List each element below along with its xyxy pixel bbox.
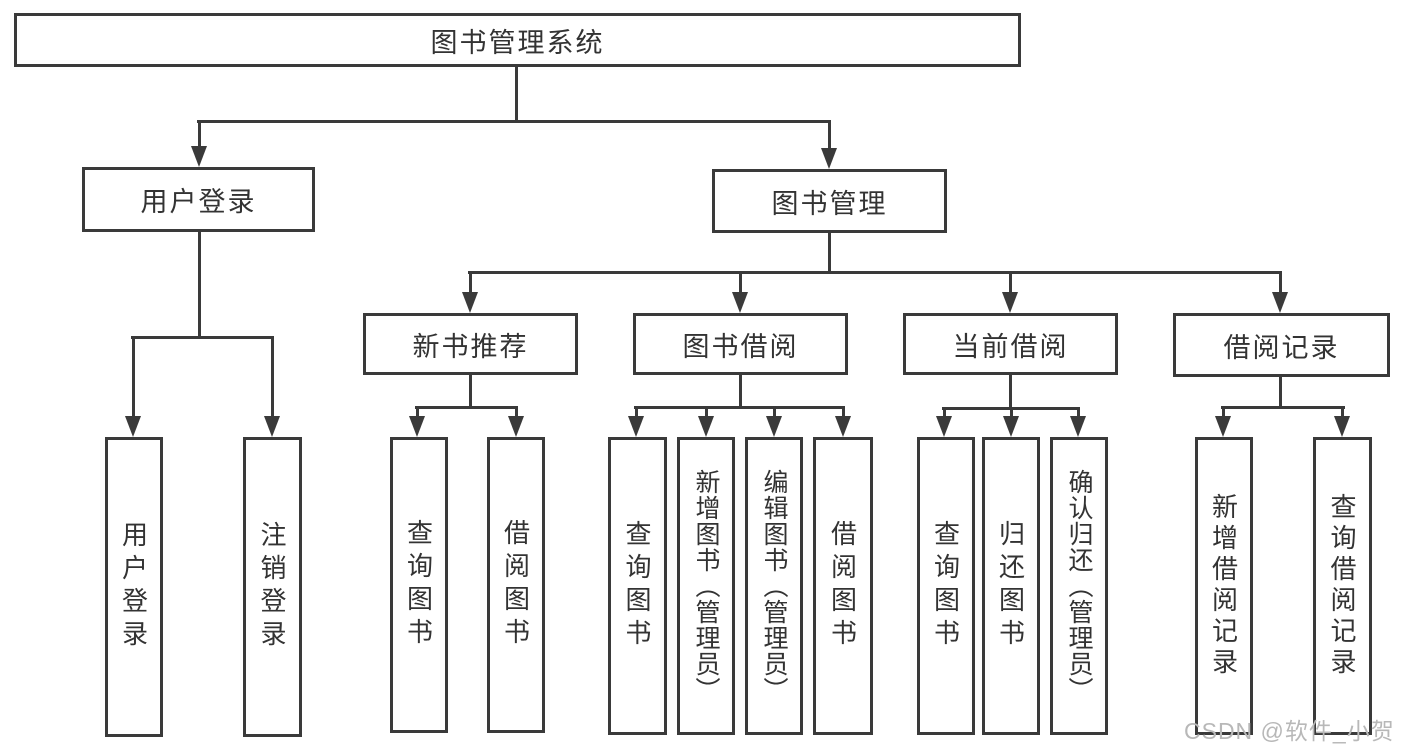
connector-stem-current-query [943, 407, 946, 418]
connector-stem-user-login [198, 120, 201, 149]
node-book-borrow: 图书借阅 [633, 313, 848, 375]
connector-stem-current-borrow [1009, 271, 1012, 293]
node-current-borrow: 当前借阅 [903, 313, 1118, 375]
node-user-login-label: 用户登录 [140, 187, 257, 217]
node-new-book-recommend-label: 新书推荐 [412, 331, 529, 362]
arrowhead-current-confirm [1070, 416, 1086, 437]
connector-stem-borrow-edit [773, 406, 776, 418]
connector-borrow-record-stub [1279, 377, 1282, 409]
leaf-recommend-query-book-label: 查询图书 [403, 519, 434, 651]
leaf-logout-label: 注销登录 [257, 521, 287, 653]
arrowhead-borrow-edit [766, 416, 782, 437]
leaf-user-login-label: 用户登录 [118, 521, 149, 653]
connector-stem-leaf-user-login [132, 336, 135, 417]
connector-book-borrow-stub [739, 375, 742, 409]
arrowhead-current-return [1003, 416, 1019, 437]
node-book-management: 图书管理 [712, 169, 947, 233]
leaf-user-login: 用户登录 [105, 437, 163, 737]
leaf-borrow-edit-book-admin: 编辑图书（管理员） [745, 437, 803, 735]
leaf-record-query-borrow-record: 查询借阅记录 [1313, 437, 1372, 735]
connector-stem-book-borrow [739, 271, 742, 293]
connector-stem-recommend-query [416, 406, 419, 418]
node-user-login: 用户登录 [82, 167, 315, 232]
leaf-borrow-add-book-admin-label: 新增图书（管理员） [692, 469, 720, 703]
node-new-book-recommend: 新书推荐 [363, 313, 578, 375]
leaf-borrow-query-book-label: 查询图书 [622, 520, 652, 652]
connector-stem-current-return [1010, 407, 1013, 418]
connector-stem-borrow-query [635, 406, 638, 418]
arrowhead-borrow-borrow [835, 416, 851, 437]
leaf-recommend-borrow-book: 借阅图书 [487, 437, 545, 733]
node-borrow-record-label: 借阅记录 [1223, 332, 1340, 363]
leaf-record-query-borrow-record-label: 查询借阅记录 [1327, 493, 1357, 679]
connector-stem-record-query [1341, 406, 1344, 418]
leaf-borrow-add-book-admin: 新增图书（管理员） [677, 437, 735, 735]
node-root: 图书管理系统 [14, 13, 1021, 67]
connector-new-book-recommend-stub [469, 375, 472, 409]
node-book-borrow-label: 图书借阅 [682, 331, 799, 362]
leaf-current-return-book-label: 归还图书 [995, 520, 1026, 652]
arrowhead-leaf-logout [264, 416, 280, 437]
arrowhead-record-add [1215, 416, 1231, 437]
arrowhead-borrow-record [1272, 292, 1288, 313]
arrowhead-recommend-query [409, 416, 425, 437]
node-book-management-label: 图书管理 [771, 188, 888, 219]
connector-stem-leaf-logout [271, 336, 274, 417]
connector-stem-borrow-record [1279, 271, 1282, 293]
connector-root-hbar [197, 120, 831, 123]
leaf-current-query-book-label: 查询图书 [930, 520, 961, 652]
arrowhead-borrow-add [698, 416, 714, 437]
arrowhead-book-borrow [732, 292, 748, 313]
leaf-borrow-query-book: 查询图书 [608, 437, 667, 735]
leaf-current-query-book: 查询图书 [917, 437, 975, 735]
connector-user-login-hbar [131, 336, 274, 339]
connector-current-borrow-stub [1009, 375, 1012, 410]
connector-stem-recommend-borrow [515, 406, 518, 418]
connector-user-login-stub [198, 232, 201, 339]
node-borrow-record: 借阅记录 [1173, 313, 1390, 377]
leaf-recommend-borrow-book-label: 借阅图书 [500, 519, 531, 651]
connector-stem-current-confirm [1077, 407, 1080, 418]
leaf-recommend-query-book: 查询图书 [390, 437, 448, 733]
leaf-record-add-borrow-record: 新增借阅记录 [1195, 437, 1253, 735]
connector-stem-book-management [828, 120, 831, 150]
node-current-borrow-label: 当前借阅 [952, 331, 1069, 362]
arrowhead-borrow-query [628, 416, 644, 437]
arrowhead-current-query [936, 416, 952, 437]
leaf-borrow-borrow-book-label: 借阅图书 [827, 520, 858, 652]
connector-new-book-recommend-hbar [415, 406, 518, 409]
connector-book-management-hbar [468, 271, 1282, 274]
leaf-current-confirm-return-admin-label: 确认归还（管理员） [1065, 469, 1093, 703]
connector-borrow-record-hbar [1221, 406, 1345, 409]
connector-book-borrow-hbar [634, 406, 845, 409]
leaf-current-return-book: 归还图书 [982, 437, 1040, 735]
leaf-borrow-edit-book-admin-label: 编辑图书（管理员） [760, 469, 788, 703]
leaf-borrow-borrow-book: 借阅图书 [813, 437, 873, 735]
leaf-record-add-borrow-record-label: 新增借阅记录 [1208, 493, 1239, 679]
arrowhead-record-query [1334, 416, 1350, 437]
connector-stem-new-book-recommend [469, 271, 472, 293]
connector-stem-borrow-add [705, 406, 708, 418]
arrowhead-recommend-borrow [508, 416, 524, 437]
arrowhead-new-book-recommend [462, 292, 478, 313]
arrowhead-current-borrow [1002, 292, 1018, 313]
connector-stem-record-add [1222, 406, 1225, 418]
arrowhead-user-login [191, 146, 207, 167]
arrowhead-leaf-user-login [125, 416, 141, 437]
connector-stem-borrow-borrow [842, 406, 845, 418]
leaf-current-confirm-return-admin: 确认归还（管理员） [1050, 437, 1108, 735]
arrowhead-book-management [821, 148, 837, 169]
connector-root-stub [515, 67, 518, 123]
connector-book-management-stub [828, 233, 831, 274]
csdn-watermark: CSDN @软件_小贺同学 [1184, 718, 1395, 744]
node-root-label: 图书管理系统 [430, 27, 605, 58]
leaf-logout: 注销登录 [243, 437, 302, 737]
